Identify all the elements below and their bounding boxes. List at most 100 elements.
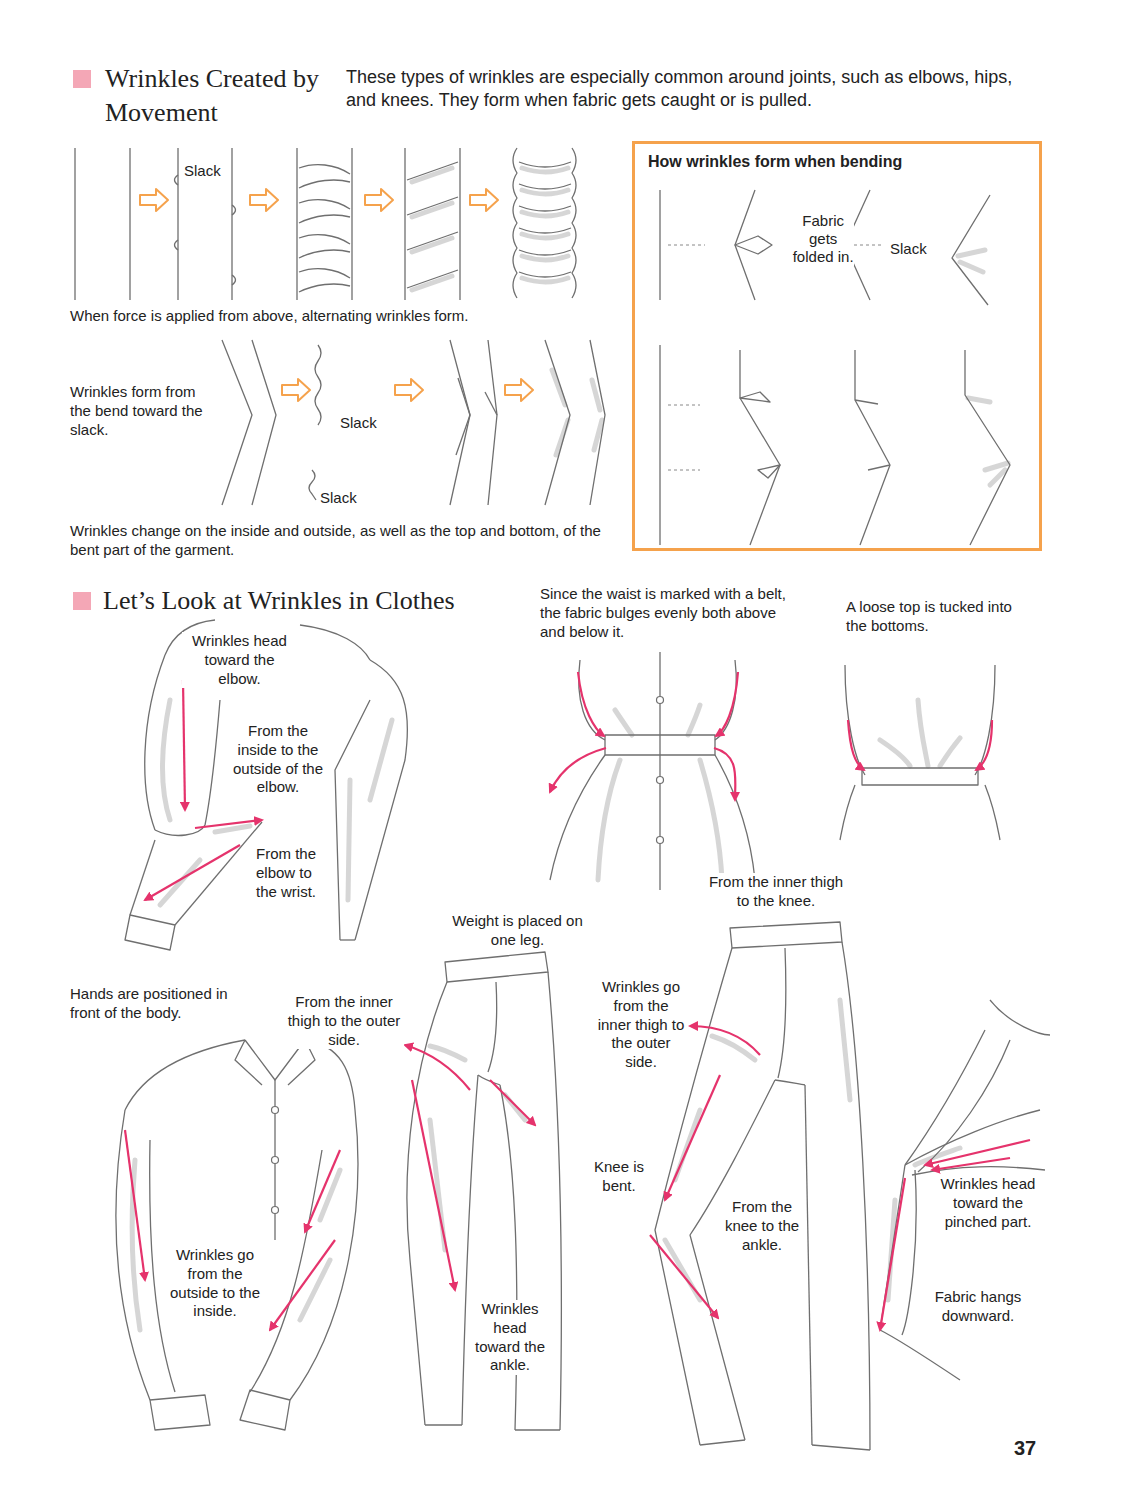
sketch-line (905, 1110, 1040, 1165)
sketch-line (519, 184, 571, 189)
fabric-shading (132, 168, 1008, 1330)
wrinkle-arrow (690, 1026, 760, 1055)
button-dot (657, 697, 664, 704)
sketch-line (175, 175, 179, 185)
sketch-line (74, 148, 75, 300)
shading-stroke (412, 238, 452, 252)
sketch-line (459, 148, 460, 300)
step-arrow (395, 379, 423, 401)
shading-stroke (968, 398, 990, 402)
shading-stroke (412, 276, 452, 290)
callout: Wrinkles head toward the ankle. (470, 1300, 550, 1375)
sketch-line (862, 768, 978, 785)
sketch-line (735, 236, 772, 254)
sketch-line (125, 1040, 245, 1110)
shading-stroke (163, 700, 171, 820)
guide-dash (668, 405, 700, 406)
sketch-line (519, 206, 571, 211)
sketch-line (519, 228, 571, 233)
sketch-line (758, 465, 780, 478)
shading-stroke (960, 262, 983, 272)
sketch-line (175, 822, 262, 925)
sketch-line (572, 148, 576, 298)
shading-stroke (522, 234, 568, 238)
shading-stroke (990, 470, 1005, 485)
wrinkle-arrow (412, 1080, 455, 1290)
sketch-line (407, 270, 458, 288)
sketch-line (309, 470, 316, 500)
sketch-line (355, 660, 407, 940)
sketch-line (975, 665, 995, 775)
step-arrow (365, 189, 393, 211)
sketch-line (805, 1085, 812, 1445)
callout: Wrinkles go from the outside to the insi… (165, 1246, 265, 1321)
info-panel: How wrinkles form when bendingFabric get… (632, 141, 1042, 551)
wrinkle-arrow (125, 1130, 145, 1280)
wrinkle-arrow (716, 672, 738, 736)
sketch-line (519, 162, 571, 167)
shading-stroke (556, 420, 568, 455)
shading-stroke (215, 826, 250, 832)
note: Hands are positioned in front of the bod… (70, 985, 260, 1023)
sketch-line (840, 785, 855, 840)
sketch-line (985, 785, 1000, 840)
sketch-line (690, 1080, 775, 1440)
guide-dash (668, 245, 705, 246)
wrinkle-arrow (270, 1240, 335, 1330)
slack-label: Slack (340, 414, 377, 433)
sketch-line (880, 1330, 960, 1380)
sketch-line (550, 755, 605, 880)
section-heading: Wrinkles Created by Movement (105, 62, 345, 130)
sketch-line (235, 1040, 262, 1085)
sketch-line (855, 400, 878, 404)
sketch-line (407, 232, 458, 250)
sketch-line (500, 1085, 517, 1430)
wrinkle-arrow (490, 1080, 535, 1125)
sketch-line (458, 378, 470, 415)
wrinkle-arrow (650, 1235, 718, 1318)
note: Wrinkles form from the bend toward the s… (70, 383, 218, 439)
sketch-line (659, 190, 660, 300)
step-arrow (505, 379, 533, 401)
shading-stroke (522, 256, 568, 260)
caption: Wrinkles change on the inside and outsid… (70, 522, 615, 560)
sketch-line (232, 275, 236, 285)
dashed-guides (668, 245, 884, 470)
button-dot (657, 777, 664, 784)
sketch-line (351, 148, 352, 300)
sketch-lines (75, 148, 1050, 1450)
shading-stroke (412, 168, 452, 182)
caption: When force is applied from above, altern… (70, 307, 469, 326)
sketch-line (205, 700, 220, 825)
sketch-line (425, 1424, 462, 1425)
sketch-line (918, 1040, 1010, 1172)
sketch-line (252, 340, 276, 505)
note: A loose top is tucked into the bottoms. (846, 598, 1036, 636)
sketch-line (902, 1170, 916, 1335)
callout: From the inner thigh to the knee. (706, 873, 846, 911)
shading-stroke (594, 420, 602, 450)
sketch-line (450, 340, 470, 505)
shading-stroke (370, 720, 392, 800)
step-arrow (140, 189, 168, 211)
sketch-line (299, 284, 350, 292)
wrinkle-arrow (145, 845, 240, 900)
wrinkle-arrow (183, 680, 185, 810)
callout: Wrinkles go from the inner thigh to the … (596, 978, 686, 1072)
sketch-line (335, 700, 370, 940)
sketch-line (485, 392, 497, 415)
shading-stroke (522, 212, 568, 216)
buttons (272, 697, 664, 1214)
wrinkle-arrow (195, 820, 262, 828)
sketch-line (299, 200, 350, 209)
sketch-line (305, 1040, 355, 1110)
shading-stroke (522, 168, 568, 172)
wrinkle-arrow (932, 1158, 1010, 1170)
shading-stroke (918, 700, 928, 766)
callout: Wrinkles head toward the elbow. (182, 632, 297, 688)
sketch-line (445, 952, 548, 982)
sketch-line (145, 655, 165, 830)
step-arrow (250, 189, 278, 211)
sketch-line (478, 1075, 500, 1085)
